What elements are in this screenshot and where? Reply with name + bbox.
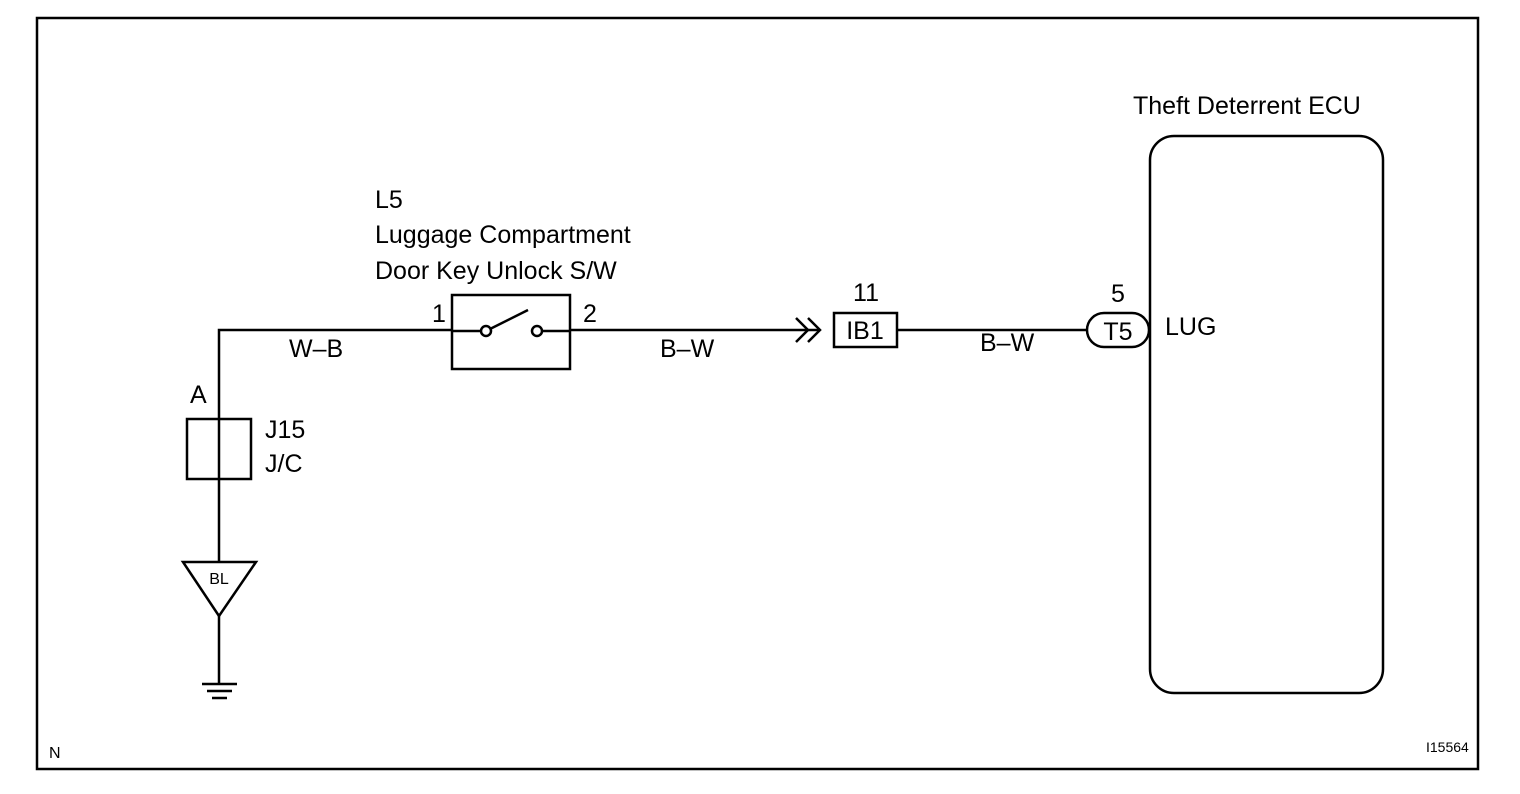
diagram-frame [35, 16, 1480, 771]
figure-code: I15564 [1426, 739, 1469, 755]
ecu-title: Theft Deterrent ECU [1133, 92, 1361, 120]
corner-letter: N [49, 745, 61, 762]
wire-switch-to-connector-label: B–W [660, 335, 715, 363]
ecu-terminal-label: T5 [1103, 318, 1132, 346]
connector-label: IB1 [846, 317, 884, 345]
switch-pin-in: 1 [432, 300, 446, 328]
switch-name-line2: Door Key Unlock S/W [375, 257, 617, 285]
switch-code: L5 [375, 186, 403, 214]
switch-contact-left [479, 324, 493, 338]
connector-box [832, 311, 899, 349]
switch-name-line1: Luggage Compartment [375, 221, 631, 249]
ground-point-label: BL [209, 571, 229, 588]
junction-code: J15 [265, 416, 305, 444]
wire-ground-to-switch-label: W–B [289, 335, 343, 363]
junction-pin: A [190, 381, 207, 409]
switch-blade [489, 308, 529, 331]
ground-point-triangle [180, 560, 259, 619]
ecu-box [1148, 134, 1385, 695]
connector-pin: 11 [853, 279, 879, 307]
switch-contact-right [530, 324, 544, 338]
wire-ground-to-switch [217, 328, 452, 419]
ecu-signal-label: LUG [1165, 313, 1216, 341]
junction-type: J/C [265, 450, 303, 478]
ecu-terminal-pin: 5 [1111, 280, 1125, 308]
switch-pin-out: 2 [583, 300, 597, 328]
wire-connector-to-ecu-label: B–W [980, 329, 1035, 357]
